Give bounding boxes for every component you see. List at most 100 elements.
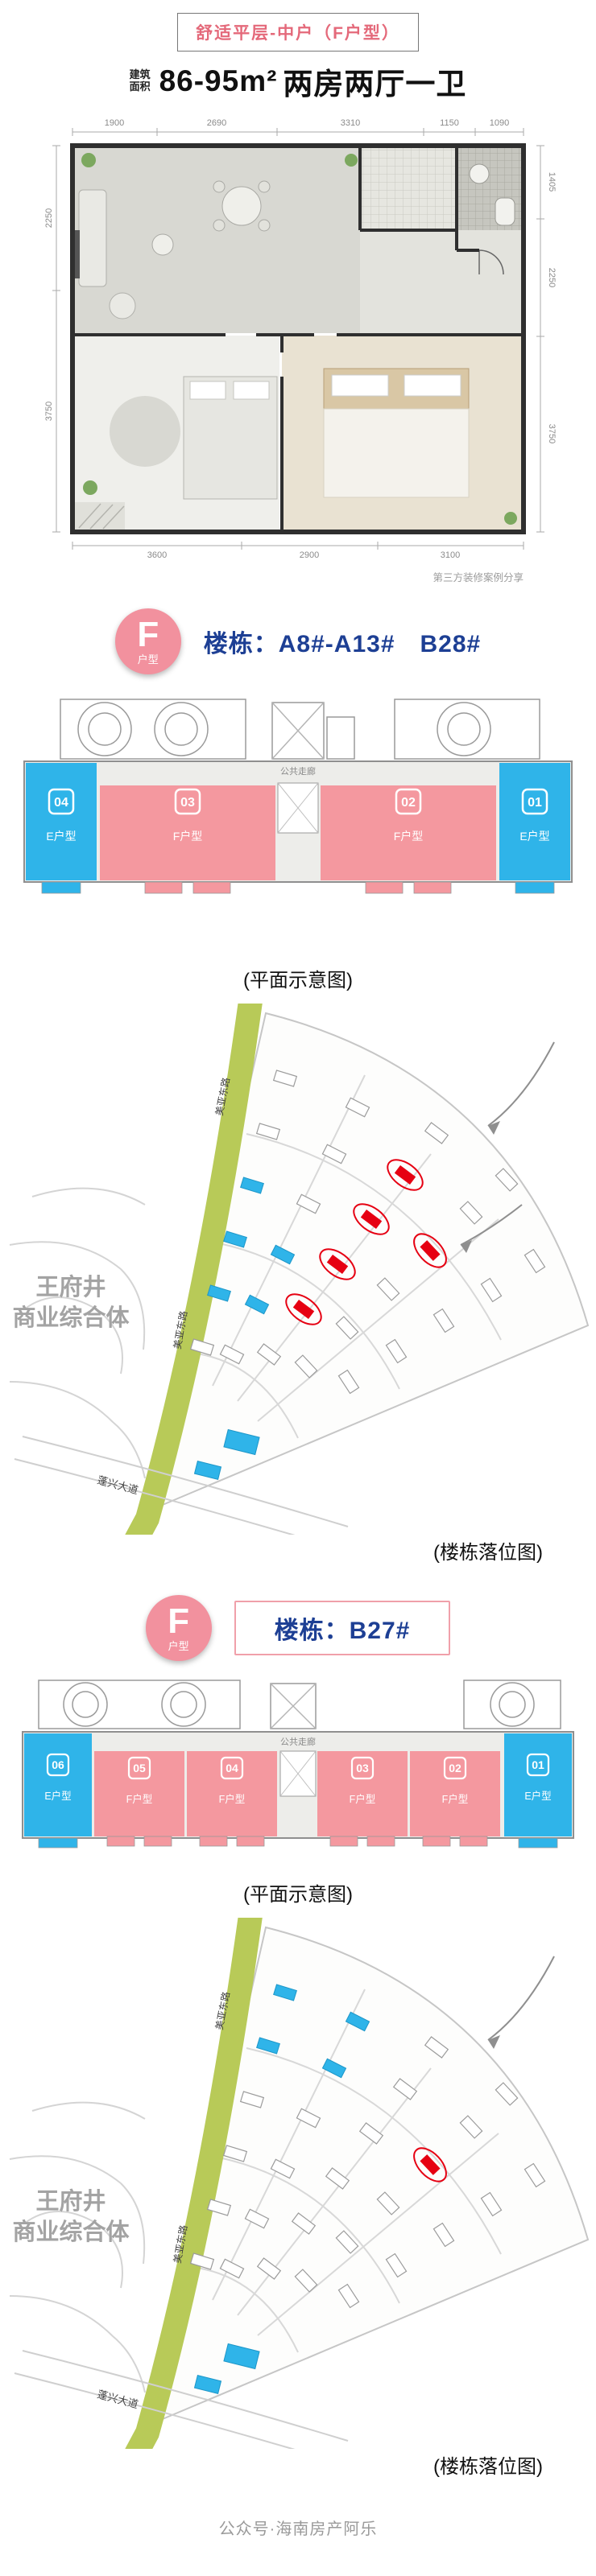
svg-text:05: 05	[133, 1762, 146, 1774]
plan-caption-b: (平面示意图)	[243, 1884, 353, 1906]
plan-caption-a: (平面示意图)	[243, 970, 353, 991]
type-badge-row-b: F 户型 楼栋：B27#	[0, 1595, 596, 1661]
direction-arrows	[460, 1041, 555, 1253]
unit-03: 03 F户型	[317, 1751, 408, 1847]
header-badge: 舒适平层-中户（F户型）	[177, 13, 419, 52]
svg-text:F户型: F户型	[126, 1793, 153, 1805]
rooms-text: 两房两厅一卫	[283, 68, 467, 101]
road-label-bottom: 蓬兴大道	[96, 1473, 139, 1496]
svg-text:F户型: F户型	[442, 1793, 469, 1805]
floor-plan: 1900 2690 3310 1150 1090 2250 3750 1405 …	[32, 109, 564, 592]
svg-text:E户型: E户型	[46, 830, 76, 843]
svg-text:1900: 1900	[105, 118, 124, 128]
svg-text:3310: 3310	[341, 118, 360, 128]
svg-text:2250: 2250	[44, 208, 54, 228]
floorplan-caption: 第三方装修案例分享	[433, 571, 524, 583]
site-map-a: 美亚东路 美亚东路 蓬兴大道 王府井 商业综合体	[9, 1004, 590, 1535]
svg-text:1090: 1090	[490, 118, 509, 128]
svg-text:06: 06	[52, 1758, 64, 1771]
svg-text:04: 04	[226, 1762, 238, 1774]
building-plan-b: 公共走廊 06 E户型 05 F户型 04 F户型	[22, 1680, 574, 1849]
building-plan-a: 公共走廊 04 E户型 03 F户型 02 F户型	[23, 699, 573, 894]
floorplan-walls	[70, 143, 526, 534]
landmark-text: 王府井 商业综合体	[12, 2187, 130, 2245]
area-label: 建筑面积	[129, 68, 151, 93]
bottom-road	[14, 1436, 349, 1535]
svg-text:F户型: F户型	[219, 1793, 246, 1805]
svg-text:2250: 2250	[547, 268, 557, 287]
svg-text:1150: 1150	[440, 118, 459, 128]
svg-text:王府井: 王府井	[35, 2187, 106, 2215]
unit-03: 03 F户型	[100, 785, 275, 894]
type-badge-sub: 户型	[168, 1639, 189, 1652]
type-badge-b: F 户型	[145, 1595, 212, 1661]
type-badge-letter: F	[137, 614, 159, 654]
site-map-b: 美亚东路 美亚东路 蓬兴大道 王府井 商业综合体	[9, 1918, 590, 2449]
bottom-road	[14, 2350, 349, 2449]
svg-text:E户型: E户型	[519, 830, 549, 843]
unit-02: 02 F户型	[321, 785, 496, 894]
direction-arrows	[487, 1956, 555, 2049]
map-caption-b: (楼栋落位图)	[433, 2456, 543, 2478]
footer-watermark: 公众号·海南房产阿乐	[218, 2520, 378, 2538]
highlight-buildings-red	[413, 2147, 447, 2182]
type-badge-row-a: F 户型 楼栋：A8#-A13# B28#	[0, 608, 596, 674]
svg-text:F户型: F户型	[394, 830, 424, 843]
svg-text:F户型: F户型	[173, 830, 203, 843]
roof-features	[60, 699, 540, 760]
svg-text:F户型: F户型	[350, 1793, 376, 1805]
type-badge-sub: 户型	[137, 653, 159, 666]
highlight-buildings-red	[285, 1159, 447, 1325]
unit-02: 02 F户型	[410, 1751, 500, 1847]
landmark-text: 王府井 商业综合体	[12, 1273, 130, 1331]
svg-text:1405: 1405	[547, 172, 557, 192]
building-footprints	[189, 2036, 546, 2309]
unit-06: 06 E户型	[24, 1733, 92, 1849]
site-internal-roads	[191, 1074, 502, 1439]
svg-text:03: 03	[356, 1762, 369, 1774]
green-road	[125, 1918, 263, 2449]
unit-01: 01 E户型	[504, 1733, 572, 1849]
header-badge-text: 舒适平层-中户（F户型）	[196, 24, 400, 43]
svg-text:E户型: E户型	[524, 1790, 551, 1802]
svg-text:3100: 3100	[441, 550, 460, 560]
unit-04: 04 E户型	[26, 763, 97, 894]
svg-text:3750: 3750	[44, 402, 54, 421]
floor-plan-drawing: 1900 2690 3310 1150 1090 2250 3750 1405 …	[44, 118, 557, 583]
unit-04: 04 F户型	[187, 1751, 277, 1847]
svg-text:E户型: E户型	[44, 1790, 71, 1802]
svg-text:3750: 3750	[547, 424, 557, 443]
map-caption-a: (楼栋落位图)	[433, 1542, 543, 1564]
city-roads	[9, 2101, 146, 2393]
page-title: 建筑面积 86-95m² 两房两厅一卫	[130, 60, 467, 103]
svg-text:3600: 3600	[147, 550, 167, 560]
svg-text:03: 03	[180, 796, 195, 810]
svg-text:01: 01	[532, 1758, 544, 1771]
road-label-bottom: 蓬兴大道	[96, 2388, 139, 2410]
buildings-label-a: 楼栋：A8#-A13# B28#	[203, 631, 482, 657]
svg-text:2690: 2690	[207, 118, 226, 128]
highlight-buildings-blue	[193, 1177, 296, 1480]
highlight-buildings-blue	[193, 1984, 370, 2394]
area-value: 86-95m²	[159, 64, 278, 97]
roof-features	[38, 1680, 561, 1729]
svg-text:商业综合体: 商业综合体	[12, 1304, 130, 1331]
corridor-label: 公共走廊	[280, 1736, 316, 1747]
building-footprints	[189, 1070, 546, 1395]
city-roads	[9, 1187, 146, 1479]
svg-text:01: 01	[528, 796, 542, 810]
unit-05: 05 F户型	[94, 1751, 184, 1847]
dimension-lines	[52, 128, 544, 550]
svg-text:02: 02	[449, 1762, 461, 1774]
stair-core	[279, 1750, 317, 1797]
dimension-labels: 1900 2690 3310 1150 1090 2250 3750 1405 …	[44, 118, 557, 560]
svg-text:2900: 2900	[300, 550, 319, 560]
floorplan-furniture	[75, 153, 517, 525]
type-badge-a: F 户型	[114, 608, 181, 674]
buildings-label-b: 楼栋：B27#	[234, 1601, 451, 1655]
stair-core	[277, 782, 319, 834]
svg-text:商业综合体: 商业综合体	[12, 2218, 130, 2245]
corridor-label: 公共走廊	[280, 765, 316, 777]
svg-text:04: 04	[54, 796, 68, 810]
